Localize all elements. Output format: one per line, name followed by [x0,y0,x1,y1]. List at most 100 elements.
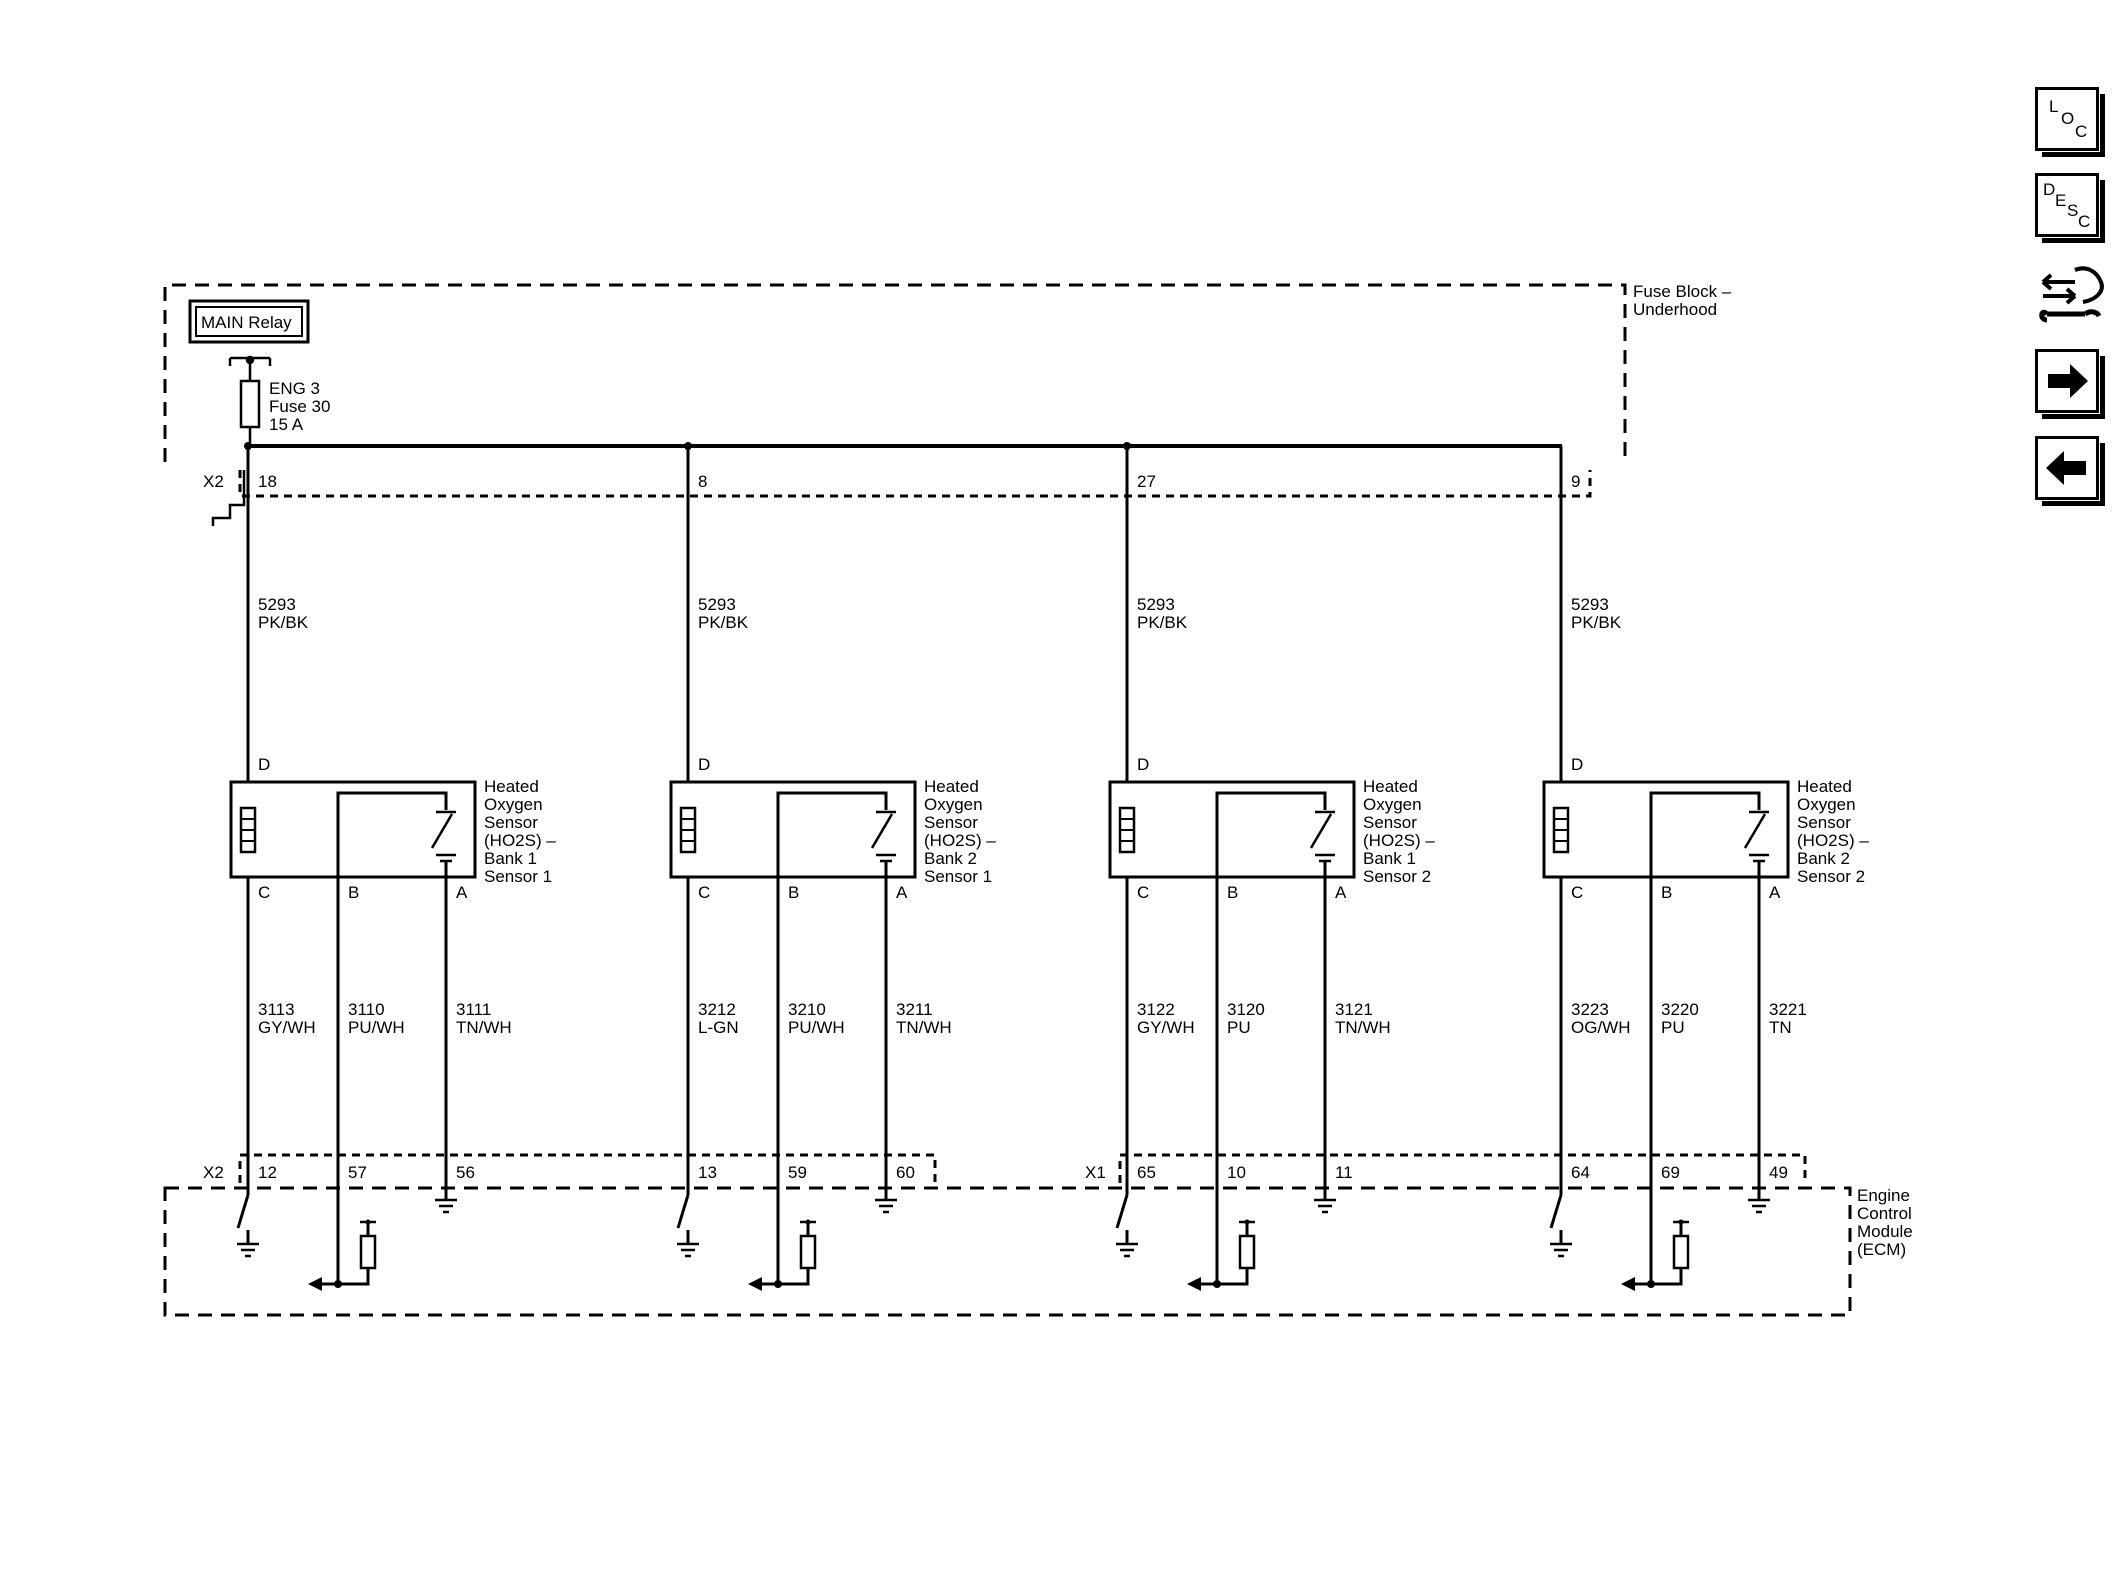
sensor-label-line: Heated [1363,777,1418,796]
sensor-label-line: Bank 2 [924,849,977,868]
arrow-left-icon [2046,451,2086,485]
sensor-label-line: (HO2S) – [924,831,996,850]
sensor-pin-c: C [1137,883,1149,902]
fuse-block-pin: 9 [1571,472,1580,491]
signal-circuit-number: 3111 [456,1000,491,1019]
sensor-box [669,780,917,879]
ecm-connector-x1-label: X1 [1085,1163,1106,1182]
top-connector-label: X2 [203,472,224,491]
desc-letter-c: C [2078,212,2091,231]
signal-loop [776,791,888,1175]
sensor-label-line: (HO2S) – [1363,831,1435,850]
signal-circuit-number: 3221 [1769,1000,1807,1019]
ecm-connector-x2-label: X2 [203,1163,224,1182]
signal-circuit-number: 3210 [788,1000,826,1019]
fuse-block-enclosure [163,283,1627,462]
ecm-pin-number: 64 [1571,1163,1590,1182]
signal-wire-color: L-GN [698,1018,739,1037]
ecm-label-4: (ECM) [1857,1240,1906,1259]
sensor-pin-c: C [1571,883,1583,902]
signal-circuit-number: 3110 [348,1000,385,1019]
ecm-connector-x1 [1118,1153,1807,1183]
sensor-pin-d: D [1571,755,1583,774]
ecm-label-1: Engine [1857,1186,1910,1205]
supply-wire-color: PK/BK [258,613,309,632]
fuse-block-label-2: Underhood [1633,300,1717,319]
ecm-pin-number: 57 [348,1163,367,1182]
signal-loop [336,791,448,1175]
signal-wire-color: PU/WH [788,1018,845,1037]
sensor-pin-b: B [788,883,799,902]
sensor-label-line: Sensor 1 [484,867,552,886]
signal-wire-color: GY/WH [1137,1018,1195,1037]
sensor-label-line: Heated [484,777,539,796]
sensor-box [1542,780,1790,879]
signal-wire-color: PU [1661,1018,1685,1037]
description-button[interactable]: D E S C [2035,173,2105,243]
sensor-label-line: Sensor 2 [1363,867,1431,886]
sensor-pin-a: A [456,883,468,902]
sensor-label-line: Heated [1797,777,1852,796]
signal-circuit-number: 3223 [1571,1000,1609,1019]
supply-circuit-number: 5293 [1137,595,1175,614]
signal-wire-color: TN/WH [456,1018,512,1037]
ecm-label-2: Control [1857,1204,1912,1223]
top-connector-x2 [238,470,1592,498]
signal-circuit-number: 3212 [698,1000,736,1019]
signal-loop [1649,791,1761,1175]
sensor-pin-a: A [1335,883,1347,902]
signal-circuit-number: 3220 [1661,1000,1699,1019]
sensor-pin-d: D [698,755,710,774]
sensor-pin-a: A [1769,883,1781,902]
fuse-block-pin: 8 [698,472,707,491]
next-button[interactable] [2035,349,2105,419]
supply-wire-color: PK/BK [1571,613,1622,632]
sensor-label-line: Bank 1 [1363,849,1416,868]
signal-loop [1215,791,1327,1175]
location-button[interactable]: L O C [2035,87,2105,157]
sensor-pin-d: D [258,755,270,774]
ecm-pin-number: 56 [456,1163,475,1182]
sensor-pin-c: C [698,883,710,902]
loc-letter-l: L [2049,97,2059,116]
diagnostic-tool-icon[interactable] [2035,260,2107,330]
sensor-label-line: Heated [924,777,979,796]
sensor-label-line: Oxygen [924,795,983,814]
signal-wire-color: PU [1227,1018,1251,1037]
desc-letter-e: E [2055,191,2067,210]
ecm-label-3: Module [1857,1222,1913,1241]
sensor-label-line: Oxygen [1363,795,1422,814]
sensor-label-line: Oxygen [484,795,543,814]
sensor-pin-b: B [1661,883,1672,902]
fuse-label-3: 15 A [269,415,304,434]
sensor-label-line: Sensor [1363,813,1417,832]
sensor-label-line: Oxygen [1797,795,1856,814]
sensor-pin-b: B [348,883,359,902]
sensor-label-line: Bank 2 [1797,849,1850,868]
signal-wire-color: OG/WH [1571,1018,1631,1037]
supply-wire-color: PK/BK [1137,613,1188,632]
signal-circuit-number: 3121 [1335,1000,1373,1019]
previous-button[interactable] [2035,436,2105,506]
loc-letter-o: O [2061,109,2075,128]
sensor-label-line: Sensor [1797,813,1851,832]
fuse-block-label-1: Fuse Block – [1633,282,1732,301]
signal-circuit-number: 3113 [258,1000,295,1019]
main-relay-label: MAIN Relay [201,313,292,332]
signal-wire-color: TN/WH [896,1018,952,1037]
signal-wire-color: GY/WH [258,1018,316,1037]
signal-wire-color: TN/WH [1335,1018,1391,1037]
ecm-pin-number: 49 [1769,1163,1788,1182]
signal-circuit-number: 3120 [1227,1000,1265,1019]
sensor-label-line: Sensor [484,813,538,832]
signal-wire-color: PU/WH [348,1018,405,1037]
sensor-label-line: (HO2S) – [1797,831,1869,850]
supply-wire-color: PK/BK [698,613,749,632]
supply-circuit-number: 5293 [1571,595,1609,614]
fuse-block-pin: 18 [258,472,277,491]
supply-circuit-number: 5293 [698,595,736,614]
